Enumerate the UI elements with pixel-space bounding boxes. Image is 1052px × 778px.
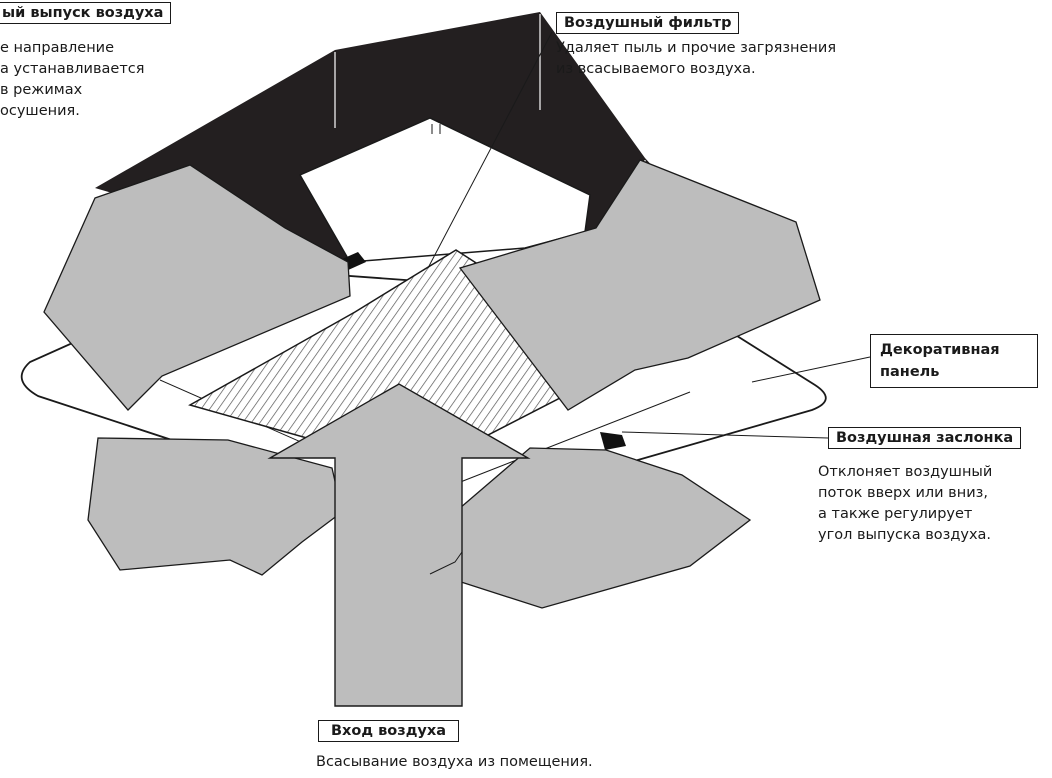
filter-leader-line — [427, 31, 553, 269]
louver-description: Отклоняет воздушный поток вверх или вниз… — [818, 462, 992, 546]
louver-slot-front — [600, 432, 626, 450]
panel-leader-line — [751, 356, 871, 383]
outlet-line: а устанавливается — [0, 61, 145, 77]
filter-line: Удаляет пыль и прочие загрязнения — [556, 40, 837, 56]
panel-line: Декоративная — [880, 342, 1000, 358]
louver-leader-line — [621, 431, 829, 439]
inlet-label: Вход воздуха — [318, 720, 459, 742]
inlet-description: Всасывание воздуха из помещения. — [316, 754, 593, 770]
outlet-label: ый выпуск воздуха — [0, 2, 172, 24]
panel-line: панель — [880, 364, 940, 380]
louver-line: а также регулирует — [818, 506, 973, 522]
filter-label: Воздушный фильтр — [556, 12, 740, 34]
louver-line: поток вверх или вниз, — [818, 485, 988, 501]
filter-line: из всасываемого воздуха. — [556, 61, 756, 77]
outlet-arrow-top-right — [458, 159, 821, 411]
inlet-arrow — [267, 383, 531, 707]
outlet-description: е направление а устанавливается в режима… — [0, 38, 144, 122]
outlet-line: осушения. — [0, 103, 80, 119]
louver-line: угол выпуска воздуха. — [818, 527, 992, 543]
outlet-arrow-top-left — [43, 164, 351, 411]
louver-label: Воздушная заслонка — [828, 427, 1022, 449]
filter-description: Удаляет пыль и прочие загрязнения из вса… — [556, 38, 836, 80]
outlet-line: е направление — [0, 40, 115, 56]
panel-label: Декоративная панель — [870, 334, 1038, 388]
outlet-arrow-bottom-right — [429, 447, 752, 609]
louver-line: Отклоняет воздушный — [818, 464, 993, 480]
inlet-leader-line — [429, 551, 463, 575]
outlet-line: в режимах — [0, 82, 83, 98]
